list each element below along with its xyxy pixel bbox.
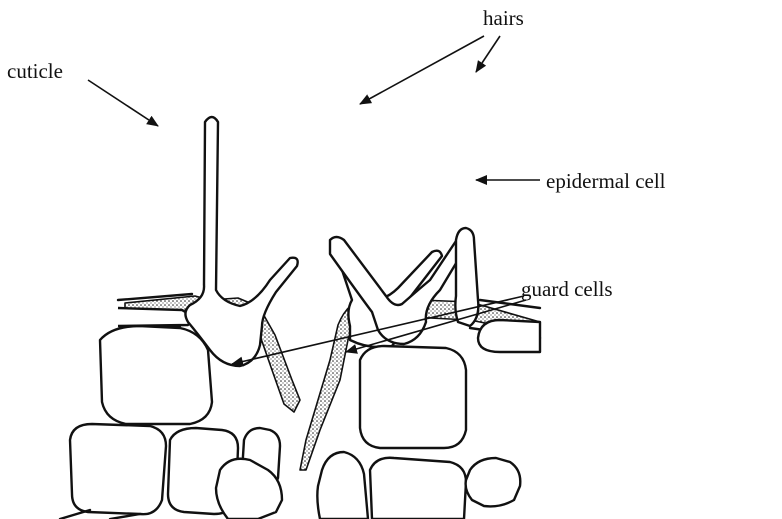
label-cuticle: cuticle (7, 59, 63, 83)
label-guard-cells: guard cells (521, 277, 613, 301)
right-cell-3 (466, 458, 521, 506)
left-hair (185, 117, 297, 366)
arrow-cuticle (88, 80, 158, 126)
right-guard-cell (317, 452, 368, 519)
left-cell-1 (100, 326, 212, 424)
label-epidermal-cell: epidermal cell (546, 169, 666, 193)
left-tissue (60, 117, 300, 519)
right-cell-2 (370, 458, 466, 519)
left-edge-cell (118, 308, 190, 326)
right-cell-1 (360, 346, 466, 448)
epidermal-cell-shape (478, 320, 540, 352)
arrow-hairs-left (360, 36, 484, 104)
right-tissue (300, 228, 540, 519)
left-cell-2 (70, 424, 166, 514)
arrow-hairs-right (476, 36, 500, 72)
label-hairs: hairs (483, 6, 524, 30)
